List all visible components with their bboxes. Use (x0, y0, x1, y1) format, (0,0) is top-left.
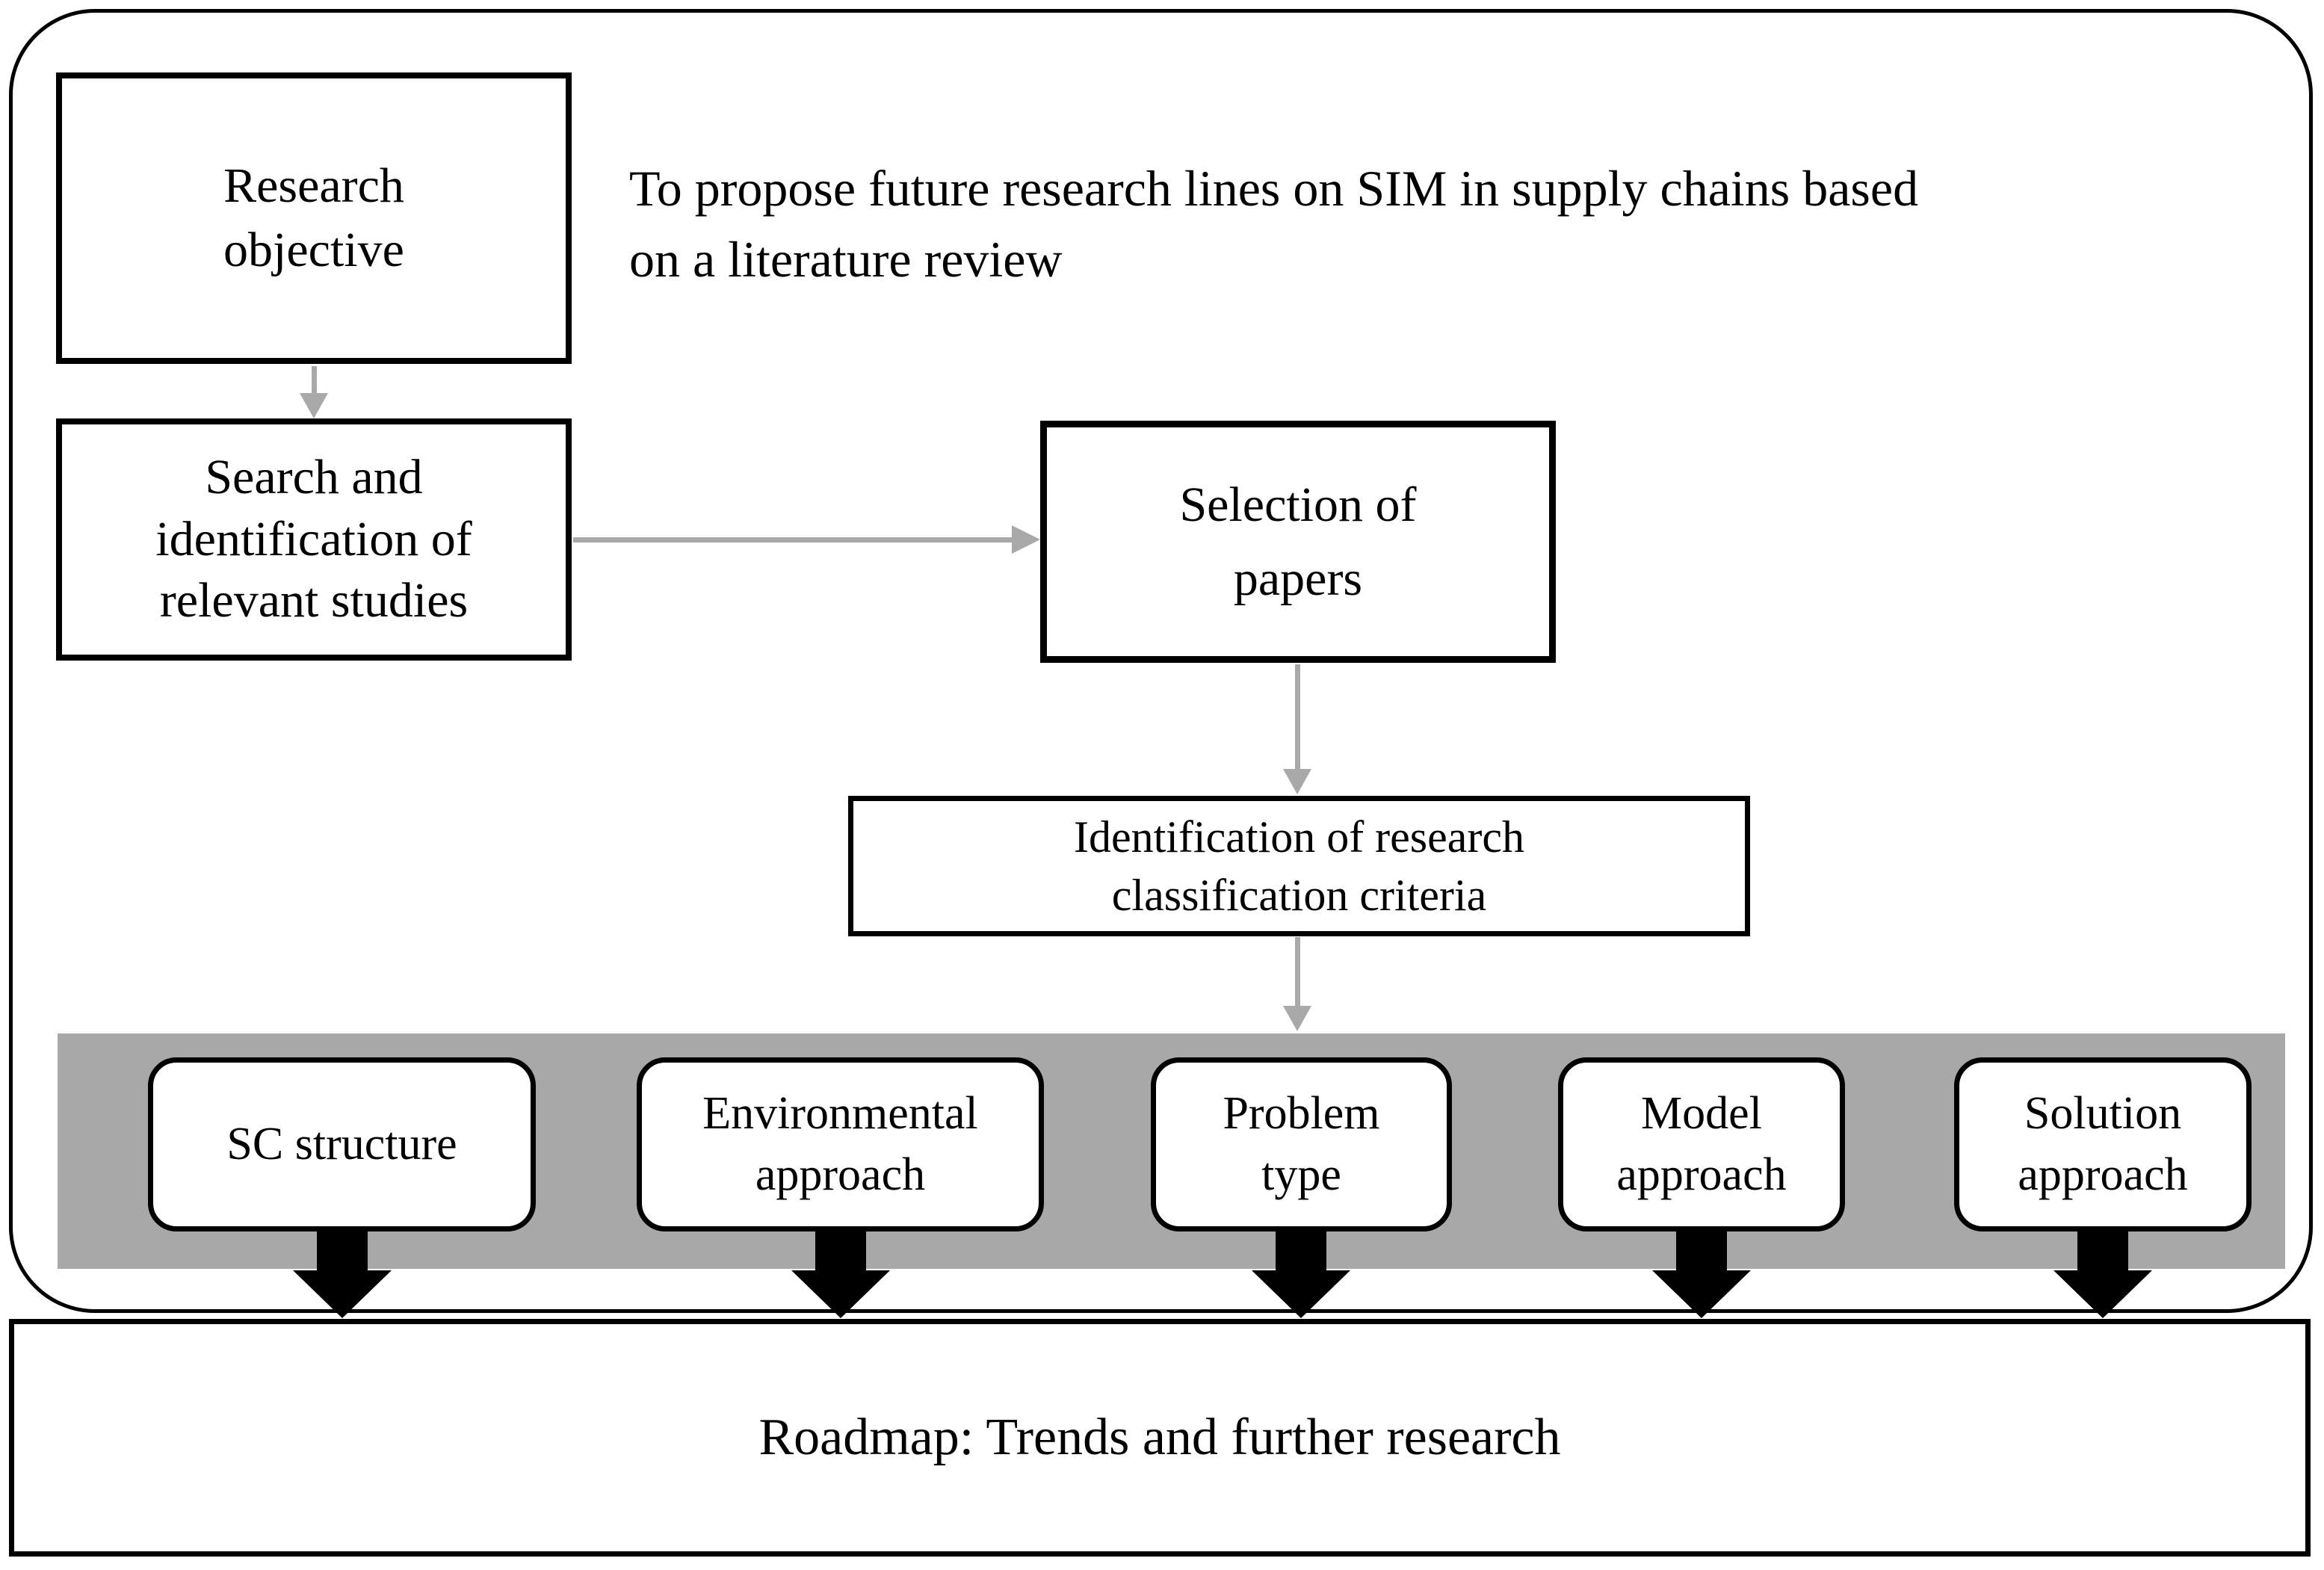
black-arrow-environmental-stem (815, 1226, 866, 1270)
criteria-label-environmental-approach: Environmental approach (702, 1087, 978, 1200)
arrow-identification-to-band-stem (1295, 937, 1300, 1007)
objective-note-text: To propose future research lines on SIM … (629, 153, 2288, 295)
black-arrow-problem-type-head (1252, 1270, 1350, 1318)
identification-criteria-box: Identification of research classificatio… (848, 796, 1750, 936)
arrow-search-to-selection-stem (573, 537, 1013, 543)
criteria-box-environmental-approach: Environmental approach (637, 1057, 1044, 1231)
black-arrow-model-approach-head (1652, 1270, 1751, 1318)
black-arrow-environmental-head (791, 1270, 890, 1318)
search-identification-box: Search and identification of relevant st… (56, 418, 572, 661)
criteria-box-model-approach: Model approach (1558, 1057, 1845, 1231)
arrow-selection-to-identification-head (1283, 769, 1311, 794)
outer-rounded-frame (9, 9, 2313, 1313)
black-arrow-solution-approach-stem (2077, 1226, 2128, 1270)
identification-criteria-label: Identification of research classificatio… (1073, 812, 1525, 920)
black-arrow-sc-structure-head (293, 1270, 392, 1318)
criteria-box-solution-approach: Solution approach (1954, 1057, 2252, 1231)
criteria-label-model-approach: Model approach (1616, 1087, 1787, 1200)
roadmap-box: Roadmap: Trends and further research (9, 1319, 2311, 1557)
arrow-selection-to-identification-stem (1295, 664, 1300, 770)
black-arrow-model-approach-stem (1676, 1226, 1727, 1270)
selection-of-papers-label: Selection of papers (1179, 478, 1417, 606)
arrow-search-to-selection-head (1012, 525, 1040, 554)
black-arrow-solution-approach-head (2053, 1270, 2152, 1318)
objective-note-lines: To propose future research lines on SIM … (629, 160, 1919, 288)
criteria-box-problem-type: Problem type (1151, 1057, 1452, 1231)
roadmap-label: Roadmap: Trends and further research (758, 1409, 1561, 1466)
criteria-label-problem-type: Problem type (1223, 1087, 1380, 1200)
criteria-label-solution-approach: Solution approach (2018, 1087, 2188, 1200)
black-arrow-problem-type-stem (1276, 1226, 1326, 1270)
selection-of-papers-box: Selection of papers (1040, 421, 1556, 663)
arrow-research-to-search-head (300, 393, 328, 418)
black-arrow-sc-structure-stem (317, 1226, 368, 1270)
arrow-identification-to-band-head (1283, 1006, 1311, 1031)
criteria-label-sc-structure: SC structure (226, 1118, 457, 1169)
search-identification-label: Search and identification of relevant st… (155, 450, 472, 628)
arrow-research-to-search-stem (312, 366, 317, 395)
research-objective-label: Research objective (223, 158, 404, 277)
criteria-box-sc-structure: SC structure (148, 1057, 536, 1231)
research-objective-box: Research objective (56, 72, 572, 364)
